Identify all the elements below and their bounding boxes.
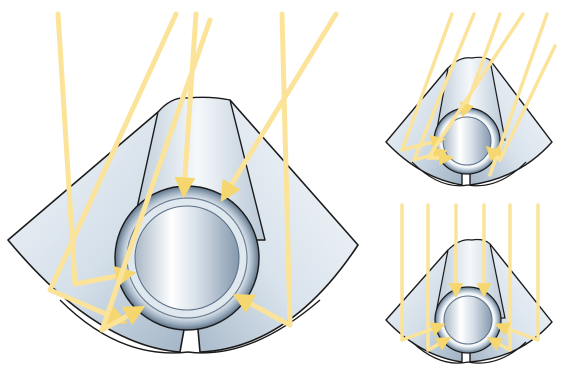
large-ray-6 [220,11,339,203]
small-top-ray-1 [400,12,454,152]
large-ray-4 [99,17,213,333]
large-ray-5 [232,11,293,328]
small-bottom-ray-5 [486,203,512,352]
small-top-ray-2 [412,12,476,162]
small-reflector-bottom [385,203,553,364]
large-absorber-tube [134,205,240,311]
large-ray-3 [174,11,199,199]
large-ray-1 [55,11,137,287]
large-ray-2 [47,11,179,325]
small-top-ray-6 [485,44,557,162]
small-bottom-absorber-tube [443,295,493,345]
small-reflector-top [385,12,557,187]
large-reflector [7,11,359,354]
large-bottom-scallop [59,299,321,354]
small-bottom-bottom-scallop [411,341,527,364]
small-bottom-ray-6 [494,203,540,342]
small-top-bottom-scallop [411,161,527,187]
small-bottom-ray-2 [426,203,452,352]
small-top-ray-4 [426,12,525,166]
